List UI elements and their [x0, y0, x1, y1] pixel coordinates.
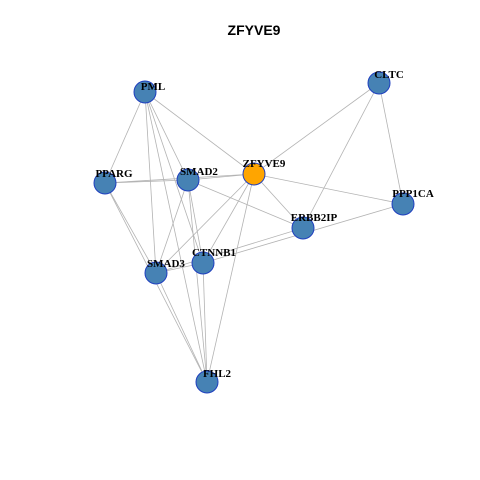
node-smad3[interactable]: SMAD3	[144, 258, 185, 285]
diagram-title: ZFYVE9	[228, 22, 281, 38]
edge-cltc-zfyve9	[253, 82, 380, 175]
edge-zfyve9-smad3	[155, 173, 255, 274]
node-label-fhl2: FHL2	[203, 368, 232, 380]
edge-pml-smad2	[144, 91, 189, 181]
node-zfyve9[interactable]: ZFYVE9	[242, 158, 286, 186]
edge-zfyve9-ppp1ca	[253, 173, 404, 205]
edge-smad2-smad3	[155, 179, 189, 274]
edge-pml-fhl2	[144, 91, 208, 383]
node-label-zfyve9: ZFYVE9	[243, 158, 286, 170]
edge-cltc-ppp1ca	[378, 82, 404, 205]
edge-cltc-erbb2ip	[302, 82, 380, 229]
edge-pparg-smad3	[104, 182, 157, 274]
node-label-pml: PML	[141, 81, 165, 93]
node-label-smad2: SMAD2	[180, 166, 218, 178]
node-pparg[interactable]: PPARG	[93, 168, 133, 195]
node-cltc[interactable]: CLTC	[367, 69, 404, 95]
node-label-cltc: CLTC	[374, 69, 404, 81]
edge-pml-pparg	[104, 91, 146, 184]
edge-zfyve9-fhl2	[206, 173, 255, 383]
edge-ctnnb1-fhl2	[202, 262, 208, 383]
edge-zfyve9-erbb2ip	[253, 173, 304, 229]
node-label-pparg: PPARG	[95, 168, 133, 180]
edge-zfyve9-ctnnb1	[202, 173, 255, 264]
edge-smad2-ctnnb1	[187, 179, 204, 264]
node-circle-cltc[interactable]	[367, 71, 391, 95]
node-circle-fhl2[interactable]	[195, 370, 219, 394]
edge-pml-smad3	[144, 91, 157, 274]
node-smad2[interactable]: SMAD2	[176, 166, 218, 192]
edge-smad2-fhl2	[187, 179, 208, 383]
node-label-erbb2ip: ERBB2IP	[291, 212, 338, 224]
node-erbb2ip[interactable]: ERBB2IP	[291, 212, 338, 240]
node-circle-ctnnb1[interactable]	[191, 251, 215, 275]
node-label-smad3: SMAD3	[147, 258, 185, 270]
edge-layer	[104, 82, 404, 383]
node-circle-erbb2ip[interactable]	[291, 216, 315, 240]
node-circle-zfyve9[interactable]	[242, 162, 266, 186]
node-label-ctnnb1: CTNNB1	[192, 247, 236, 259]
node-circle-pparg[interactable]	[93, 171, 117, 195]
node-ctnnb1[interactable]: CTNNB1	[191, 247, 236, 275]
edge-pml-zfyve9	[144, 91, 255, 175]
node-circle-pml[interactable]	[133, 80, 157, 104]
edge-smad2-erbb2ip	[187, 179, 304, 229]
node-ppp1ca[interactable]: PPP1CA	[391, 188, 434, 216]
node-circle-smad2[interactable]	[176, 168, 200, 192]
node-circle-smad3[interactable]	[144, 261, 168, 285]
node-circle-ppp1ca[interactable]	[391, 192, 415, 216]
edge-smad3-erbb2ip	[155, 227, 304, 274]
node-label-ppp1ca: PPP1CA	[392, 188, 434, 200]
edge-pparg-smad2	[104, 179, 189, 184]
node-fhl2[interactable]: FHL2	[195, 368, 232, 394]
node-pml[interactable]: PML	[133, 80, 165, 104]
edge-smad3-fhl2	[155, 272, 208, 383]
